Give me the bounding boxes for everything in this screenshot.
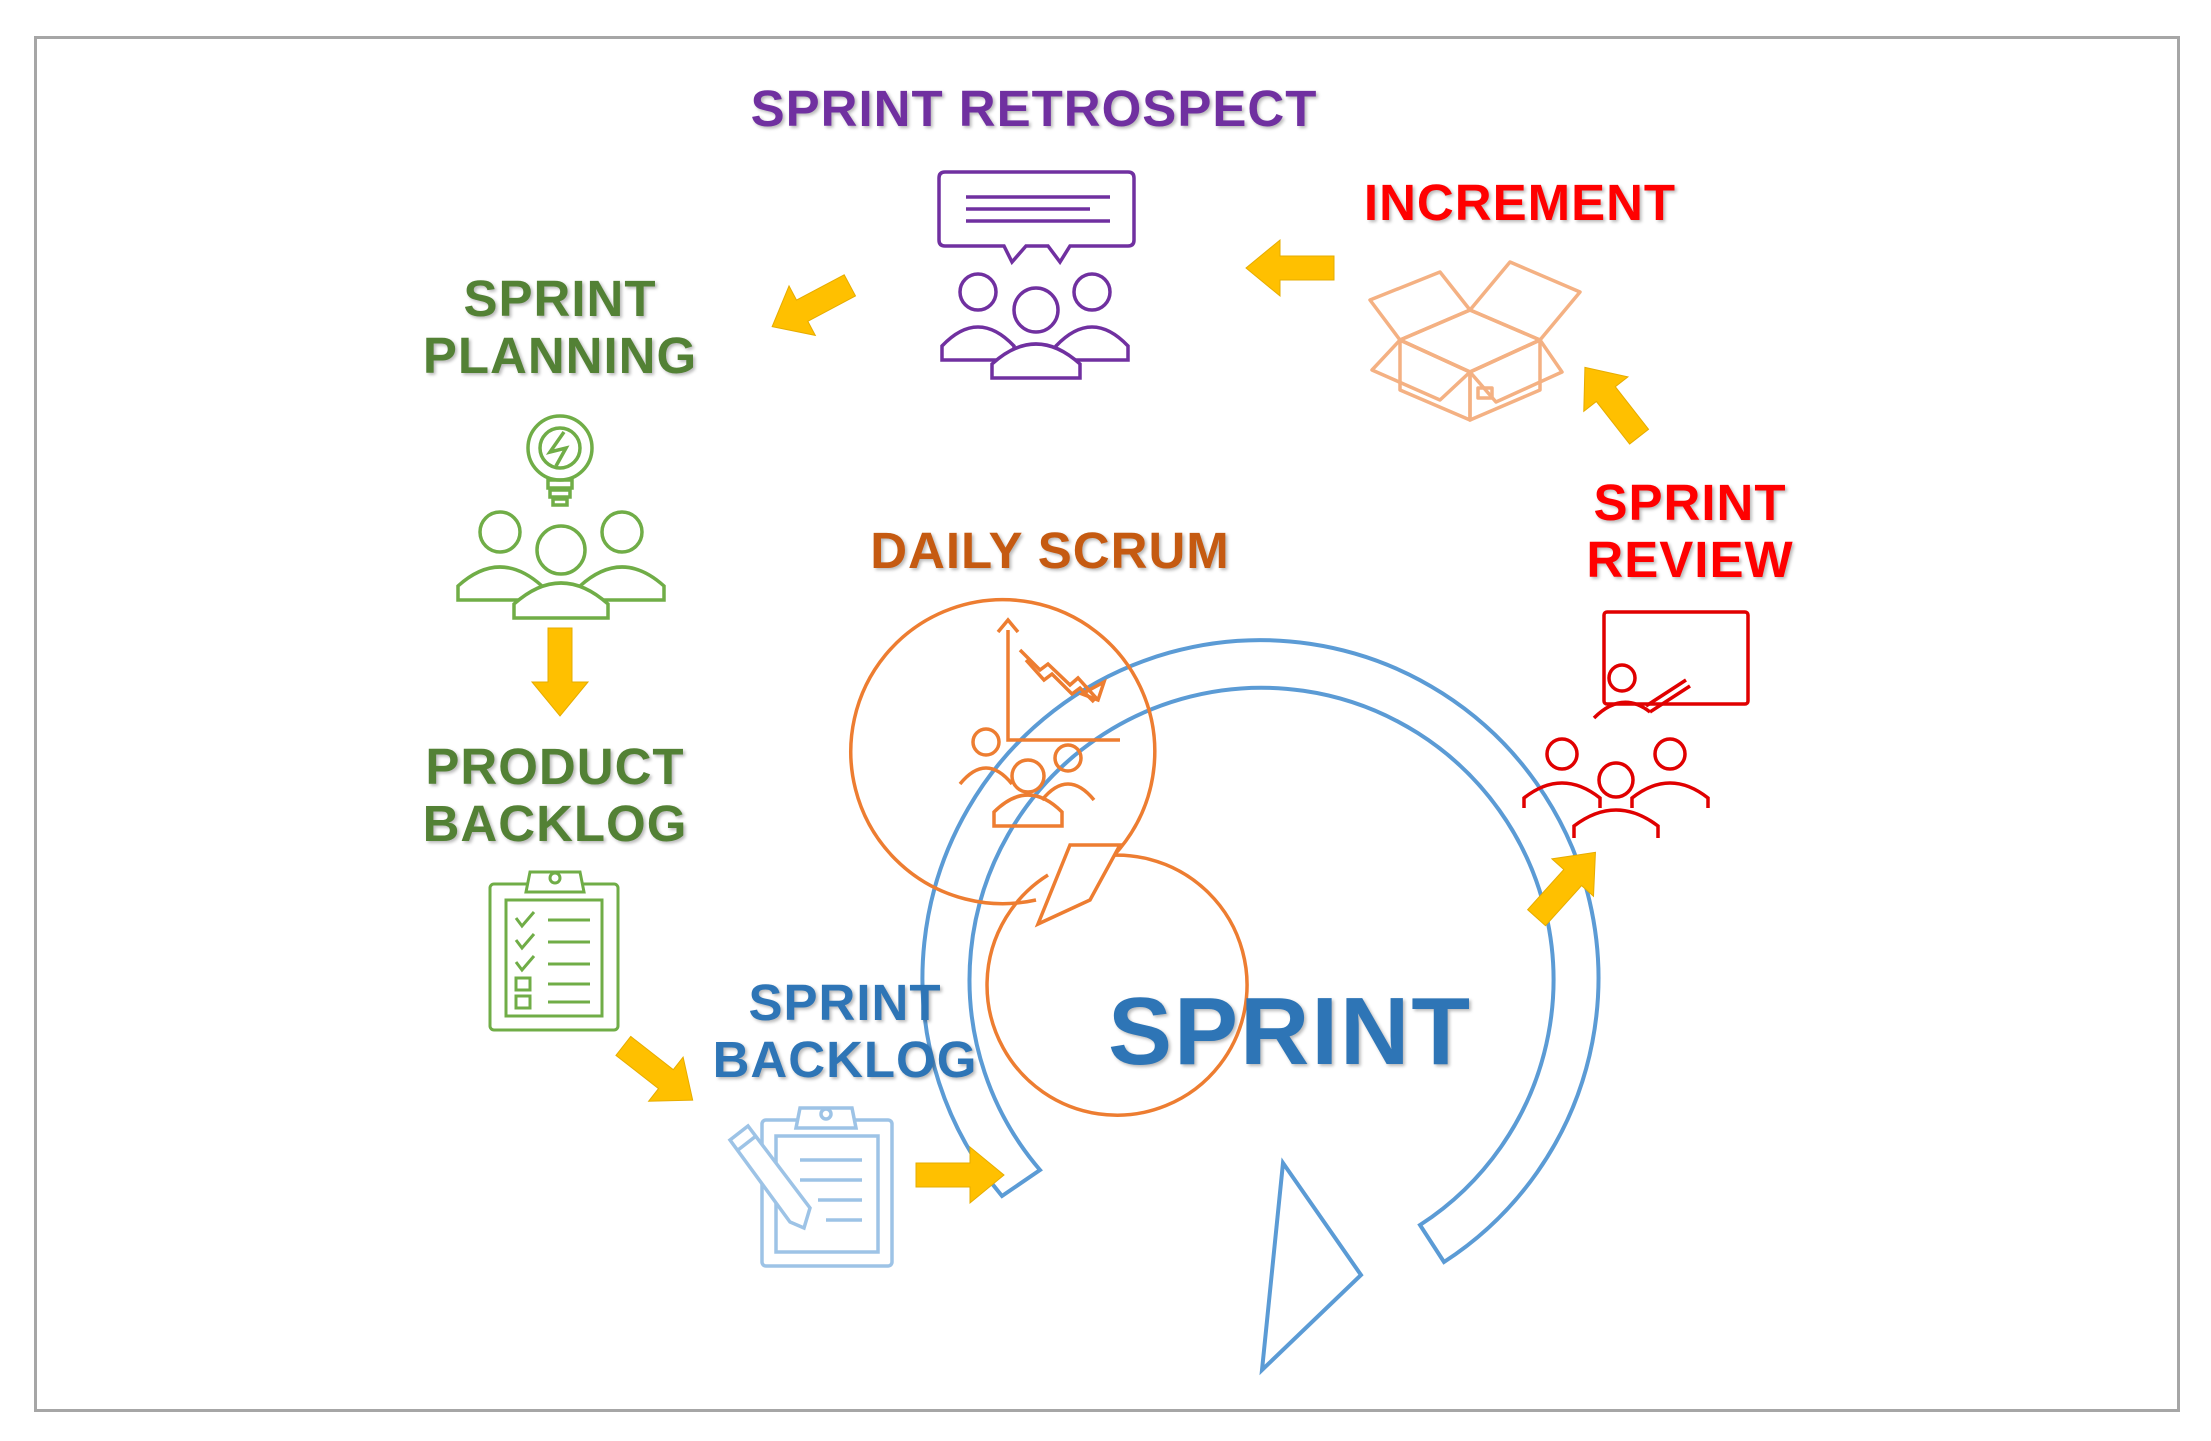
- product-backlog-label: PRODUCT BACKLOG: [390, 738, 720, 852]
- product-backlog-label-line2: BACKLOG: [422, 795, 688, 853]
- arrow-retrospect-to-planning: [771, 274, 857, 337]
- sprint-retrospect-label: SPRINT RETROSPECT: [750, 80, 1318, 137]
- sprint-backlog-label-line1: SPRINT: [748, 974, 942, 1031]
- arrow-planning-to-product: [530, 627, 590, 717]
- daily-scrum-label: DAILY SCRUM: [870, 522, 1230, 579]
- sprint-center-label: SPRINT: [1107, 978, 1473, 1085]
- lightbulb-team-icon: [456, 414, 666, 620]
- sprint-review-label-line1: SPRINT: [1593, 474, 1787, 531]
- arrow-review-to-increment: [1583, 366, 1650, 445]
- sprint-planning-label-line2: PLANNING: [422, 327, 698, 385]
- sprint-review-label-line2: REVIEW: [1586, 531, 1794, 589]
- sprint-backlog-label-line2: BACKLOG: [712, 1031, 978, 1089]
- sprint-planning-label: SPRINT PLANNING: [390, 270, 730, 384]
- arrow-product-to-sprint-backlog: [615, 1035, 694, 1102]
- arrow-sprint-backlog-to-sprint: [915, 1145, 1005, 1205]
- sprint-planning-label-line1: SPRINT: [463, 270, 657, 327]
- increment-label: INCREMENT: [1363, 174, 1677, 231]
- product-backlog-label-line1: PRODUCT: [425, 738, 685, 795]
- clipboard-pencil-icon: [727, 1106, 894, 1268]
- flow-arrows: [530, 238, 1650, 1205]
- arrow-increment-to-retrospect: [1245, 238, 1335, 298]
- sprint-backlog-label: SPRINT BACKLOG: [700, 974, 990, 1088]
- open-box-icon: [1368, 260, 1582, 422]
- chart-team-cycle-icon: [849, 597, 1249, 1117]
- arrow-sprint-to-review: [1526, 851, 1596, 927]
- sprint-review-label: SPRINT REVIEW: [1540, 474, 1840, 588]
- presentation-team-icon: [1522, 610, 1750, 838]
- checklist-clipboard-icon: [488, 870, 620, 1032]
- meeting-feedback-icon: [937, 170, 1136, 380]
